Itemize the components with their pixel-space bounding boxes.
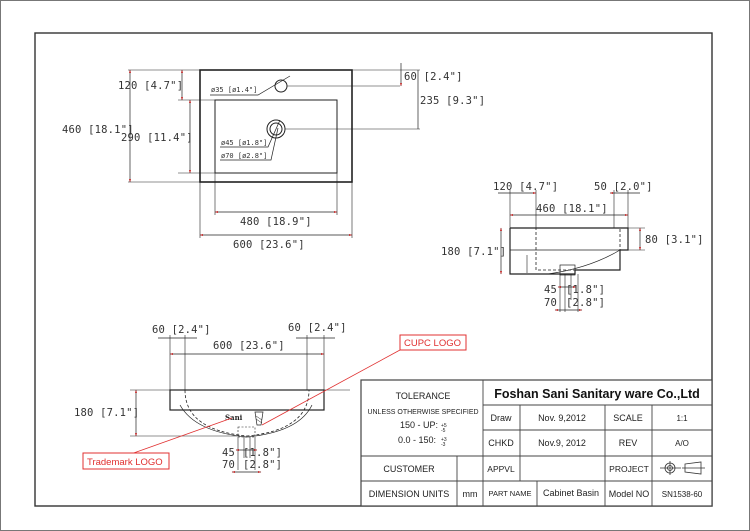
- front-view: [130, 335, 350, 474]
- tol-150-up-label: 150 - UP:: [400, 420, 438, 430]
- dim-front-drain-inner-in: [1.8"]: [243, 447, 282, 459]
- tol-150-up-value-neg: -5: [441, 428, 446, 434]
- title-block: [360, 379, 713, 507]
- dim-overall-depth: 460 [18.1"]: [62, 124, 134, 136]
- side-outline: [509, 227, 629, 275]
- dim-side-drain-outer: 70: [544, 297, 557, 309]
- appvl-label: APPVL: [487, 464, 515, 474]
- dim-bowl-depth: 290 [11.4"]: [121, 132, 193, 144]
- chkd-label: CHKD: [488, 438, 514, 448]
- trademark-callout-box: [82, 452, 170, 470]
- bowl-hidden: [535, 227, 621, 271]
- part-name-label: PART NAME: [489, 489, 532, 498]
- tol-0-150-value: +3: [441, 437, 447, 443]
- dim-bowl-width: 480 [18.9"]: [240, 216, 312, 228]
- project-label: PROJECT: [609, 464, 649, 474]
- trademark-leader: [127, 417, 233, 456]
- tolerance-label: TOLERANCE: [396, 391, 451, 401]
- bowl-hidden-arc: [184, 389, 310, 437]
- dim-front-width: 600 [23.6"]: [213, 340, 285, 352]
- tol-150-up-value: +5: [441, 423, 447, 429]
- dim-front-left-wall: 60 [2.4"]: [152, 324, 211, 336]
- dim-side-rear-offset: 120 [4.7"]: [493, 181, 558, 193]
- dim-side-front-lip: 50 [2.0"]: [594, 181, 653, 193]
- dim-side-height: 180 [7.1"]: [441, 246, 506, 258]
- model-value: SN1538-60: [662, 490, 703, 499]
- rev-label: REV: [619, 438, 638, 448]
- dim-side-depth: 460 [18.1"]: [536, 203, 608, 215]
- dim-front-drain-outer-in: [2.8"]: [243, 459, 282, 471]
- dim-side-drain-inner-in: [1.8"]: [566, 284, 605, 296]
- dim-side-drain-outer-in: [2.8"]: [566, 297, 605, 309]
- tol-0-150-value-neg: -3: [441, 442, 446, 448]
- dim-side-drain-inner: 45: [544, 284, 557, 296]
- dim-side-deck-height: 80 [3.1"]: [645, 234, 704, 246]
- rev-value: A/O: [675, 439, 689, 448]
- draw-label: Draw: [490, 413, 512, 423]
- customer-label: CUSTOMER: [383, 464, 435, 474]
- chkd-date: Nov.9, 2012: [538, 438, 586, 448]
- bowl-outline: [214, 99, 338, 174]
- part-name-value: Cabinet Basin: [543, 488, 599, 498]
- dim-drain-outer-dia: ø70 [ø2.8"]: [221, 152, 267, 160]
- dim-top-offset: 120 [4.7"]: [118, 80, 183, 92]
- front-outline: [169, 389, 325, 411]
- dim-tap-hole-offset: 60 [2.4"]: [404, 71, 463, 83]
- tol-0-150-label: 0.0 - 150:: [398, 435, 436, 445]
- cupc-callout-label: CUPC LOGO: [404, 338, 461, 349]
- cupc-callout-box: [399, 334, 467, 351]
- dim-drain-offset: 235 [9.3"]: [420, 95, 485, 107]
- tap-hole: [274, 79, 288, 93]
- dim-drain-inner-dia: ø45 [ø1.8"]: [221, 139, 267, 147]
- company-name: Foshan Sani Sanitary ware Co.,Ltd: [494, 387, 700, 401]
- trademark-callout-label: Trademark LOGO: [87, 457, 163, 468]
- model-label: Model NO: [609, 489, 650, 499]
- callouts: CUPC LOGO Trademark LOGO: [82, 334, 467, 470]
- dim-front-drain-inner: 45: [222, 447, 235, 459]
- draw-date: Nov. 9,2012: [538, 413, 586, 423]
- brand-mark: Sani: [225, 413, 243, 422]
- cupc-leader: [261, 349, 401, 426]
- dim-front-drain-outer: 70: [222, 459, 235, 471]
- dim-overall-width: 600 [23.6"]: [233, 239, 305, 251]
- side-view: [498, 190, 645, 312]
- basin-outline: [199, 69, 353, 183]
- cupc-mark: [254, 411, 264, 426]
- tolerance-note: UNLESS OTHERWISE SPECIFIED: [367, 409, 478, 416]
- projection-symbol-icon: [660, 461, 705, 475]
- scale-label: SCALE: [613, 413, 643, 423]
- dim-front-height: 180 [7.1"]: [74, 407, 139, 419]
- units-label: DIMENSION UNITS: [369, 489, 450, 499]
- scale-value: 1:1: [676, 414, 688, 423]
- drain-inner: [269, 122, 283, 136]
- top-view: [128, 63, 420, 238]
- dim-tap-hole-dia: ø35 [ø1.4"]: [211, 86, 257, 94]
- dim-front-right-wall: 60 [2.4"]: [288, 322, 347, 334]
- units-value: mm: [463, 489, 478, 499]
